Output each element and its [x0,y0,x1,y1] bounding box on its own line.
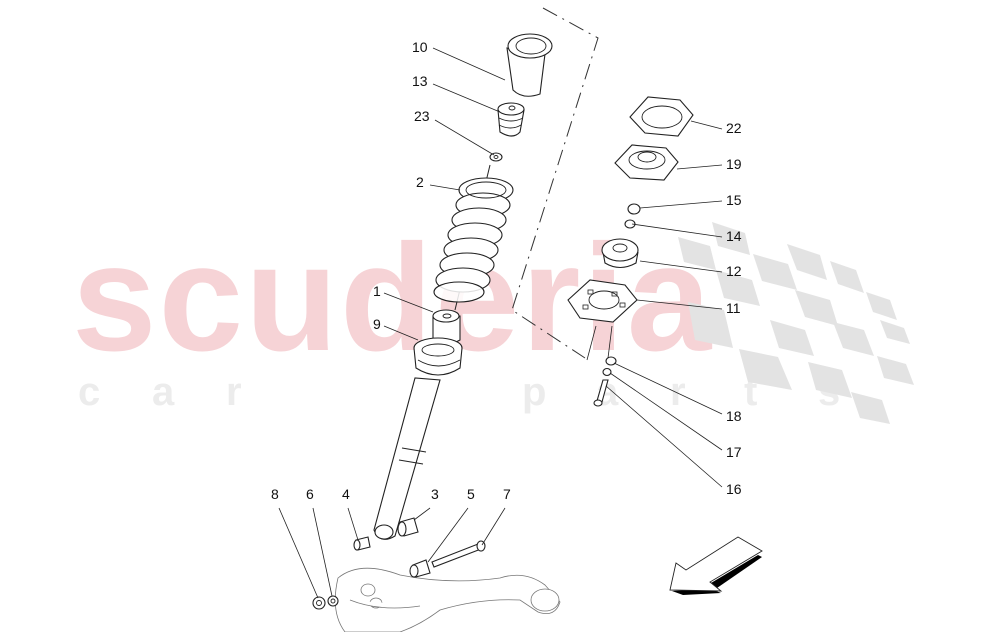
part-19-top-mount [614,144,679,181]
leader-line [429,184,461,191]
part-number-label[interactable]: 12 [726,263,742,279]
callout-part-1[interactable]: 1 [373,283,434,313]
leader-line [312,507,333,597]
leader-line [432,83,501,113]
part-number-label[interactable]: 2 [416,174,424,190]
part-15-nut [627,203,641,215]
part-4-bush [353,536,371,551]
callout-part-13[interactable]: 13 [412,73,501,113]
leader-line [639,260,723,273]
callout-part-18[interactable]: 18 [613,362,742,424]
callout-part-16[interactable]: 16 [605,385,742,497]
callout-part-12[interactable]: 12 [639,260,742,279]
part-number-label[interactable]: 6 [306,486,314,502]
part-number-label[interactable]: 8 [271,486,279,502]
lower-control-arm [334,567,561,632]
leader-line [383,325,419,341]
leader-line [347,507,359,541]
callout-part-7[interactable]: 7 [481,486,511,546]
leader-line [481,507,506,546]
callout-part-2[interactable]: 2 [416,174,461,191]
callout-part-14[interactable]: 14 [631,223,742,244]
part-number-label[interactable]: 18 [726,408,742,424]
part-number-label[interactable]: 1 [373,283,381,299]
leader-line [676,164,723,170]
callout-part-5[interactable]: 5 [427,486,475,563]
part-number-label[interactable]: 22 [726,120,742,136]
part-2-coil-spring [433,177,514,303]
part-6-washer [327,595,339,607]
callout-part-6[interactable]: 6 [306,486,333,597]
leader-line [639,200,723,209]
part-number-label[interactable]: 9 [373,316,381,332]
part-13-bump-stop [497,102,525,137]
callout-part-3[interactable]: 3 [413,486,439,521]
shock-absorber-body [373,377,441,540]
part-number-label[interactable]: 5 [467,486,475,502]
part-9-spring-seat [413,337,463,376]
leader-line [631,223,723,238]
callout-part-11[interactable]: 11 [636,299,741,316]
callout-part-17[interactable]: 17 [609,372,742,460]
leader-line [636,299,723,310]
part-number-label[interactable]: 11 [726,300,741,316]
part-10-dust-cover [506,33,553,97]
part-number-label[interactable]: 7 [503,486,511,502]
callout-part-4[interactable]: 4 [342,486,359,541]
leader-line [427,507,469,563]
part-number-label[interactable]: 15 [726,192,742,208]
part-number-label[interactable]: 10 [412,39,428,55]
leader-line [432,47,506,81]
leader-line [690,120,723,130]
part-number-label[interactable]: 16 [726,481,742,497]
direction-arrow-icon [669,536,763,595]
leader-line [613,362,723,415]
part-23-washer [489,152,503,162]
part-5-bush [409,559,431,578]
callout-part-22[interactable]: 22 [690,120,742,136]
leader-line [434,119,495,156]
callout-part-23[interactable]: 23 [414,108,495,156]
part-17-washer [602,367,612,377]
part-number-label[interactable]: 23 [414,108,430,124]
part-number-label[interactable]: 14 [726,228,742,244]
part-7-bolt [431,540,486,568]
part-3-bush [397,517,419,537]
assembly-boundary-line [511,7,599,359]
part-number-label[interactable]: 4 [342,486,350,502]
part-14-washer [624,219,636,229]
part-1-bump-rubber [432,309,461,345]
callout-part-15[interactable]: 15 [639,192,742,209]
leader-line [383,292,434,313]
part-number-label[interactable]: 17 [726,444,742,460]
callout-part-19[interactable]: 19 [676,156,742,172]
leader-line [609,372,723,451]
leader-line [413,507,431,521]
part-number-label[interactable]: 13 [412,73,428,89]
callout-part-9[interactable]: 9 [373,316,419,341]
part-number-label[interactable]: 19 [726,156,742,172]
part-18-washer [605,356,617,366]
part-12-rubber-mount [601,238,639,269]
leader-line [278,507,319,599]
callout-part-10[interactable]: 10 [412,39,506,81]
checkered-flag-watermark [678,222,914,424]
part-11-support-plate [567,279,638,323]
part-22-gasket [629,96,694,137]
part-number-label[interactable]: 3 [431,486,439,502]
part-8-nut [312,596,326,610]
callout-part-8[interactable]: 8 [271,486,319,599]
leader-line [605,385,723,488]
part-16-bolt [593,379,609,407]
